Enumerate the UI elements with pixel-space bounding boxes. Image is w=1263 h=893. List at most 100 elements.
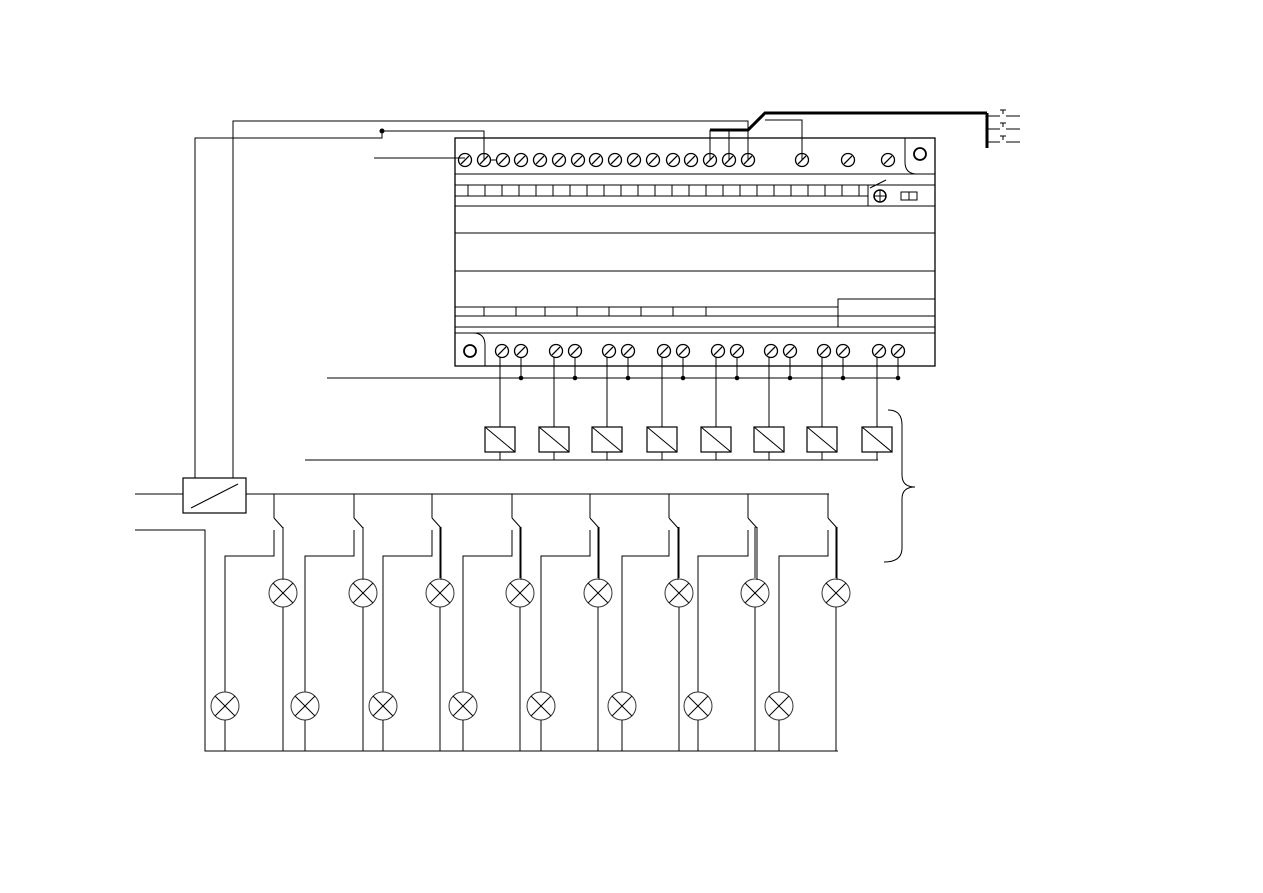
screw-slot <box>713 346 723 356</box>
screw-terminal-icon <box>665 152 681 168</box>
lamp-icon <box>668 582 690 604</box>
lamp-feed-wire <box>462 530 513 692</box>
screw-slot <box>516 346 526 356</box>
screw-slot <box>573 155 583 165</box>
screw-slot <box>497 346 507 356</box>
screw-slot <box>498 155 508 165</box>
screw-terminal-icon <box>840 152 856 168</box>
junction-dot <box>734 375 740 381</box>
lamp-feed-wire <box>621 530 670 692</box>
pushbutton-group <box>709 109 1020 160</box>
screw-terminal-icon <box>683 152 699 168</box>
lamp-icon <box>429 582 451 604</box>
mounting-hole-icon <box>913 147 927 161</box>
screw-slot <box>766 346 776 356</box>
relay-coil-symbol <box>538 426 570 453</box>
screw-slot <box>570 346 580 356</box>
screw-slot <box>479 155 489 165</box>
screw-slot <box>610 155 620 165</box>
screw-slot <box>797 155 807 165</box>
lamp-icon <box>587 582 609 604</box>
screw-slot <box>874 346 884 356</box>
lamp-icon <box>530 695 552 717</box>
screw-slot <box>743 155 753 165</box>
supply-wiring <box>135 120 897 752</box>
lamp-icon <box>214 695 236 717</box>
relay-coil-symbol <box>861 426 893 453</box>
screw-slot <box>659 346 669 356</box>
lamp-icon <box>452 695 474 717</box>
lamp-feed-wire <box>382 530 433 692</box>
screw-terminal-icon <box>740 152 756 168</box>
junction-dot <box>680 375 686 381</box>
screw-slot <box>535 155 545 165</box>
junction-dot <box>572 375 578 381</box>
lamp-icon <box>509 582 531 604</box>
junction-dot <box>518 375 524 381</box>
screw-terminal-icon <box>763 343 779 359</box>
screw-terminal-icon <box>548 343 564 359</box>
control-module <box>454 137 936 367</box>
screw-terminal-icon <box>513 152 529 168</box>
lamp-feed-wire <box>540 530 591 692</box>
screw-slot <box>705 155 715 165</box>
screw-slot <box>893 346 903 356</box>
screw-slot <box>516 155 526 165</box>
neutral-wire <box>135 529 838 752</box>
relay-coil-symbol <box>591 426 623 453</box>
power-supply-unit <box>182 477 247 514</box>
relay-contact <box>511 517 522 529</box>
screw-terminal-icon <box>551 152 567 168</box>
power-supply-symbol <box>190 483 239 509</box>
mounting-hole-icon <box>463 344 477 358</box>
lamp-feed-wire <box>224 530 275 692</box>
relay-contact <box>431 517 442 529</box>
relay-coil-symbol <box>806 426 838 453</box>
screw-slot <box>838 346 848 356</box>
relay-contact <box>353 517 364 529</box>
screw-slot <box>785 346 795 356</box>
junction-dot <box>379 128 385 134</box>
screw-terminal-icon <box>710 343 726 359</box>
mounting-corner <box>455 332 486 366</box>
pushbutton-cable <box>710 111 987 132</box>
lamp-icon <box>352 582 374 604</box>
relay-coil-symbol <box>484 426 516 453</box>
lamp-feed-wire <box>697 530 749 692</box>
potentiometer-scale-icon <box>869 179 887 189</box>
screw-terminal-icon <box>871 343 887 359</box>
group-brace <box>883 409 916 563</box>
screw-terminal-icon <box>702 152 718 168</box>
screw-slot <box>591 155 601 165</box>
pushbutton-wire <box>765 119 803 160</box>
module-housing <box>454 137 936 367</box>
screw-terminal-icon <box>880 152 896 168</box>
screw-slot <box>604 346 614 356</box>
screw-slot <box>629 155 639 165</box>
relay-contact <box>589 517 600 529</box>
screw-terminal-icon <box>588 152 604 168</box>
lamp-icon <box>825 582 847 604</box>
screw-terminal-icon <box>494 343 510 359</box>
screw-terminal-icon <box>570 152 586 168</box>
pushbutton-icon <box>987 122 1020 130</box>
pushbutton-icon <box>987 135 1020 143</box>
screw-slot <box>551 346 561 356</box>
screw-slot <box>648 155 658 165</box>
supply-wire <box>232 120 749 478</box>
screw-terminal-icon <box>721 152 737 168</box>
screw-terminal-icon <box>607 152 623 168</box>
junction-dot <box>840 375 846 381</box>
screw-slot <box>819 346 829 356</box>
screw-slot <box>843 155 853 165</box>
relay-contact <box>668 517 679 529</box>
screw-slot <box>678 346 688 356</box>
relay-coil-symbol <box>646 426 678 453</box>
pushbutton-icon <box>987 109 1020 117</box>
screw-terminal-icon <box>601 343 617 359</box>
screw-terminal-icon <box>532 152 548 168</box>
lamp-icon <box>272 582 294 604</box>
lamp-icon <box>294 695 316 717</box>
screw-slot <box>732 346 742 356</box>
